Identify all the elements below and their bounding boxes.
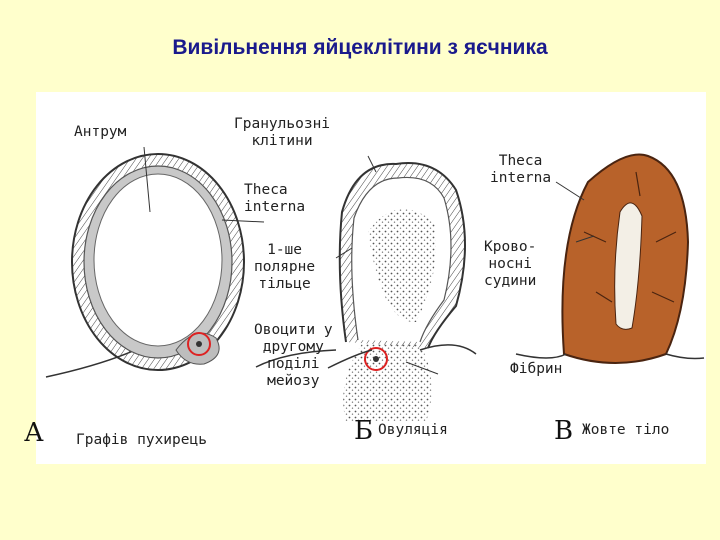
ovulation-drawing [327,155,477,422]
label-blood-vessels: Крово- носні судини [482,238,539,291]
label-antrum: Антрум [74,124,127,140]
slide-title: Вивільнення яйцеклітини з яєчника [172,36,548,59]
label-theca-interna-left: Theca interna [244,182,306,215]
panel-b-letter: Б [354,416,374,446]
graafian-follicle-drawing [45,146,337,378]
ovulation-illustration [45,146,705,422]
label-secondary-oocytes: Овоцити у другому поділі мейозу [254,322,333,389]
panel-c-caption: Жовте тіло [582,422,670,438]
panel-a-caption: Графів пухирець [76,432,207,448]
label-granulosa-cells: Гранульозні клітини [234,116,331,149]
corpus-luteum-drawing [515,153,705,364]
label-fibrin: Фібрин [508,360,565,379]
panel-c-letter: В [554,416,574,446]
ovulation-figure: Антрум Гранульозні клітини Theca interna… [24,92,706,464]
label-theca-interna-right: Theca interna [488,152,554,188]
panel-b-caption: Овуляція [378,422,448,438]
label-first-polar-body: 1-ше полярне тільце [254,242,316,292]
panel-a-letter: А [24,418,44,448]
